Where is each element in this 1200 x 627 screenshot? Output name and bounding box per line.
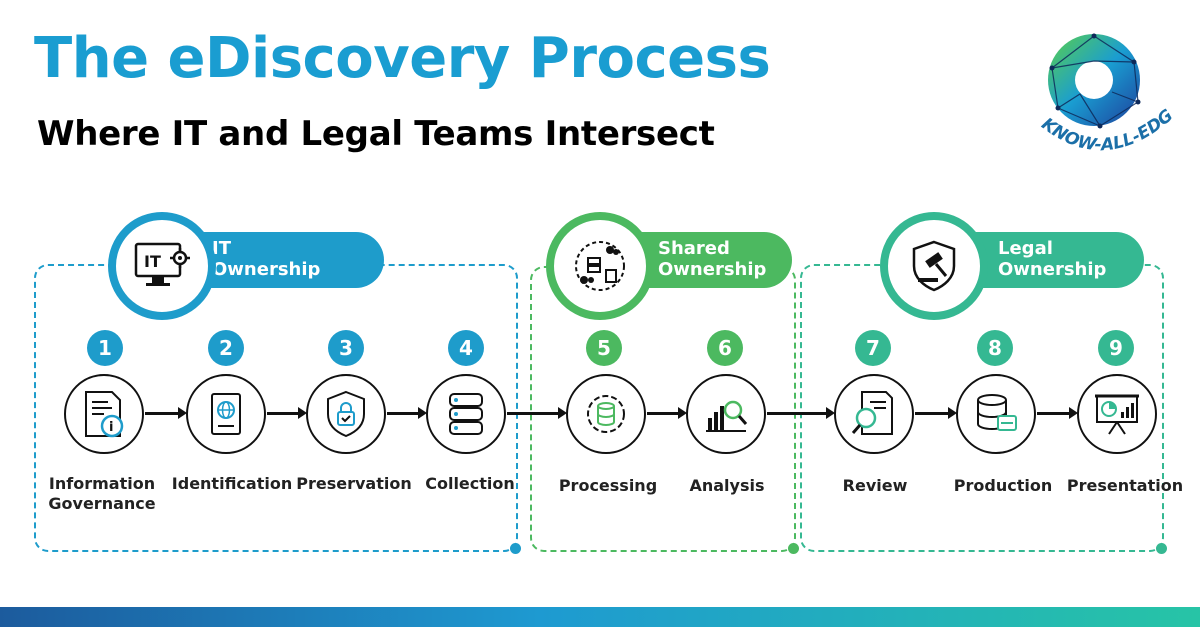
bottom-gradient-bar <box>0 607 1200 627</box>
server-icon <box>977 394 1017 431</box>
flow-arrow-3-4 <box>387 407 427 419</box>
step-number-3: 3 <box>328 330 364 366</box>
step-number-7: 7 <box>855 330 891 366</box>
chart-magnifier-icon <box>706 400 748 432</box>
document-info-icon: i <box>85 391 124 438</box>
globe-ring-icon: KNOW-ALL-EDGE <box>1024 13 1177 156</box>
flow-arrow-7-8 <box>915 407 957 419</box>
step-circle-identification <box>186 374 266 454</box>
legal-ownership-badge <box>880 212 988 320</box>
step-circle-review <box>834 374 914 454</box>
flow-arrow-4-5 <box>507 407 567 419</box>
step-circle-analysis <box>686 374 766 454</box>
shared-ownership-line1: Shared <box>658 238 730 259</box>
step-circle-production <box>956 374 1036 454</box>
presentation-board-icon <box>1095 394 1139 435</box>
database-icon <box>449 393 483 435</box>
flow-arrow-2-3 <box>267 407 307 419</box>
step-label-collection: Collection <box>425 474 515 493</box>
flow-arrow-6-7 <box>767 407 835 419</box>
flow-arrow-5-6 <box>647 407 687 419</box>
computer-gear-icon: IT <box>134 242 190 286</box>
step-label-production: Production <box>953 476 1053 495</box>
step-number-5: 5 <box>586 330 622 366</box>
step-circle-presentation <box>1077 374 1157 454</box>
step-number-6: 6 <box>707 330 743 366</box>
it-ownership-line2: Ownership <box>212 259 321 280</box>
know-all-edge-logo: KNOW-ALL-EDGE <box>1024 13 1180 168</box>
step-label-review: Review <box>842 476 908 495</box>
shield-lock-icon <box>327 390 365 438</box>
step-label-identification: Identification <box>171 474 293 493</box>
svg-text:IT: IT <box>144 252 161 271</box>
step-label-preservation: Preservation <box>296 474 412 493</box>
it-ownership-line1: IT <box>212 238 231 259</box>
gavel-shield-icon <box>912 240 956 292</box>
gear-database-icon <box>587 395 625 433</box>
step-label-analysis: Analysis <box>689 476 765 495</box>
flow-arrow-8-9 <box>1037 407 1078 419</box>
it-group-end-dot <box>510 543 521 554</box>
step-circle-information-governance: i <box>64 374 144 454</box>
step-circle-collection <box>426 374 506 454</box>
step-label-processing: Processing <box>558 476 658 495</box>
document-search-icon <box>851 391 893 435</box>
step-label-presentation: Presentation <box>1066 476 1184 495</box>
flow-arrow-1-2 <box>145 407 187 419</box>
it-ownership-badge: IT <box>108 212 216 320</box>
page-subtitle: Where IT and Legal Teams Intersect <box>37 114 715 154</box>
team-data-icon <box>575 241 625 291</box>
step-number-9: 9 <box>1098 330 1134 366</box>
legal-group-end-dot <box>1156 543 1167 554</box>
step-number-2: 2 <box>208 330 244 366</box>
step-number-4: 4 <box>448 330 484 366</box>
step-number-8: 8 <box>977 330 1013 366</box>
step-label-information-governance: Information Governance <box>48 474 156 513</box>
passport-icon <box>211 393 241 435</box>
shared-ownership-badge <box>546 212 654 320</box>
step-number-1: 1 <box>87 330 123 366</box>
shared-group-end-dot <box>788 543 799 554</box>
step-circle-processing <box>566 374 646 454</box>
page-title: The eDiscovery Process <box>34 26 771 91</box>
legal-ownership-line2: Ownership <box>998 259 1107 280</box>
step-circle-preservation <box>306 374 386 454</box>
svg-text:i: i <box>109 420 113 435</box>
legal-ownership-line1: Legal <box>998 238 1053 259</box>
shared-ownership-line2: Ownership <box>658 259 767 280</box>
